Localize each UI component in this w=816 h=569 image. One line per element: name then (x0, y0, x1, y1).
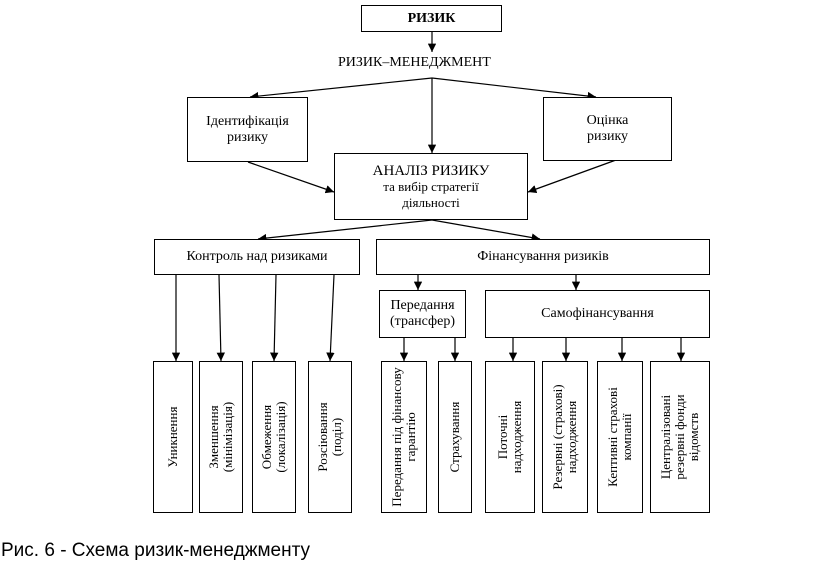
method-guarantee-label: Передання під фінансову гарантію (389, 367, 418, 507)
method-reduction-box: Зменшення (мінімізація) (199, 361, 243, 513)
method-avoidance-box: Уникнення (153, 361, 193, 513)
method-captive-label: Кептивні страхові компанії (605, 387, 634, 487)
method-diversification-box: Розсіювання (поділ) (308, 361, 352, 513)
method-guarantee-box: Передання під фінансову гарантію (381, 361, 427, 513)
risk-label: РИЗИК (407, 10, 456, 26)
control-label: Контроль над ризиками (186, 249, 328, 264)
method-centralized-funds-box: Централізовані резервні фонди відомств (650, 361, 710, 513)
method-diversification-label: Розсіювання (поділ) (315, 402, 344, 472)
method-centralized-funds-label: Централізовані резервні фонди відомств (658, 394, 701, 480)
analysis-title: АНАЛІЗ РИЗИКУ (372, 162, 490, 179)
risk-box: РИЗИК (361, 5, 502, 32)
method-limitation-box: Обмеження (локалізація) (252, 361, 296, 513)
assessment-box: Оцінка ризику (543, 97, 672, 161)
transfer-label: Передання (трансфер) (390, 298, 455, 329)
method-limitation-label: Обмеження (локалізація) (259, 401, 288, 473)
self-financing-box: Самофінансування (485, 290, 710, 338)
analysis-subtitle: та вибір стратегії діяльності (383, 178, 479, 210)
method-avoidance-label: Уникнення (165, 406, 180, 468)
risk-management-label: РИЗИК–МЕНЕДЖМЕНТ (338, 55, 491, 70)
identification-label: Ідентифікація ризику (206, 113, 289, 145)
identification-box: Ідентифікація ризику (187, 97, 308, 162)
method-reserve-income-label: Резервні (страхові) надходження (550, 384, 579, 490)
transfer-box: Передання (трансфер) (379, 290, 466, 338)
method-insurance-box: Страхування (438, 361, 472, 513)
method-insurance-label: Страхування (447, 401, 462, 473)
method-reserve-income-box: Резервні (страхові) надходження (542, 361, 588, 513)
method-current-income-box: Поточні надходження (485, 361, 535, 513)
self-financing-label: Самофінансування (541, 306, 654, 321)
financing-label: Фінансування ризиків (477, 249, 609, 264)
figure-caption: Рис. 6 - Схема ризик-менеджменту (1, 540, 311, 561)
method-captive-box: Кептивні страхові компанії (597, 361, 643, 513)
method-current-income-label: Поточні надходження (495, 400, 524, 474)
control-box: Контроль над ризиками (154, 239, 360, 275)
assessment-label: Оцінка ризику (586, 113, 629, 144)
analysis-box: АНАЛІЗ РИЗИКУ та вибір стратегії діяльно… (334, 153, 528, 220)
method-reduction-label: Зменшення (мінімізація) (206, 401, 235, 473)
financing-box: Фінансування ризиків (376, 239, 710, 275)
